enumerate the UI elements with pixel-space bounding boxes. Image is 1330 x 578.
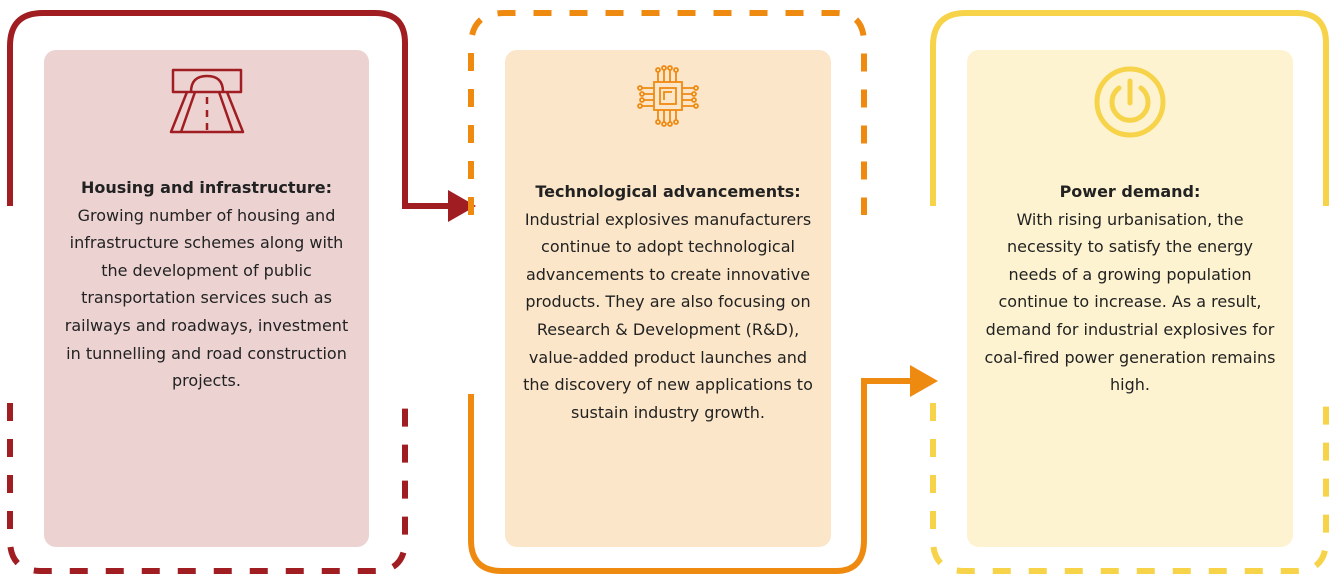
power-card: Power demand: With rising urbanisation, … (967, 50, 1293, 547)
technology-body: Industrial explosives manufacturers cont… (523, 209, 813, 422)
technology-frame (468, 10, 912, 574)
power-frame (930, 10, 1329, 574)
power-title: Power demand: (1059, 182, 1201, 201)
arrow-technology-to-power (910, 365, 938, 397)
power-icon (1094, 66, 1166, 138)
technology-title: Technological advancements: (535, 182, 801, 201)
technology-card: Technological advancements: Industrial e… (505, 50, 831, 547)
housing-card: Housing and infrastructure: Growing numb… (44, 50, 369, 547)
road-tunnel-icon (169, 68, 244, 134)
housing-frame (7, 10, 450, 574)
microchip-icon (637, 65, 699, 127)
power-body: With rising urbanisation, the necessity … (984, 209, 1276, 395)
housing-title: Housing and infrastructure: (80, 178, 333, 197)
arrow-housing-to-technology (448, 190, 476, 222)
housing-body: Growing number of housing and infrastruc… (64, 205, 349, 391)
